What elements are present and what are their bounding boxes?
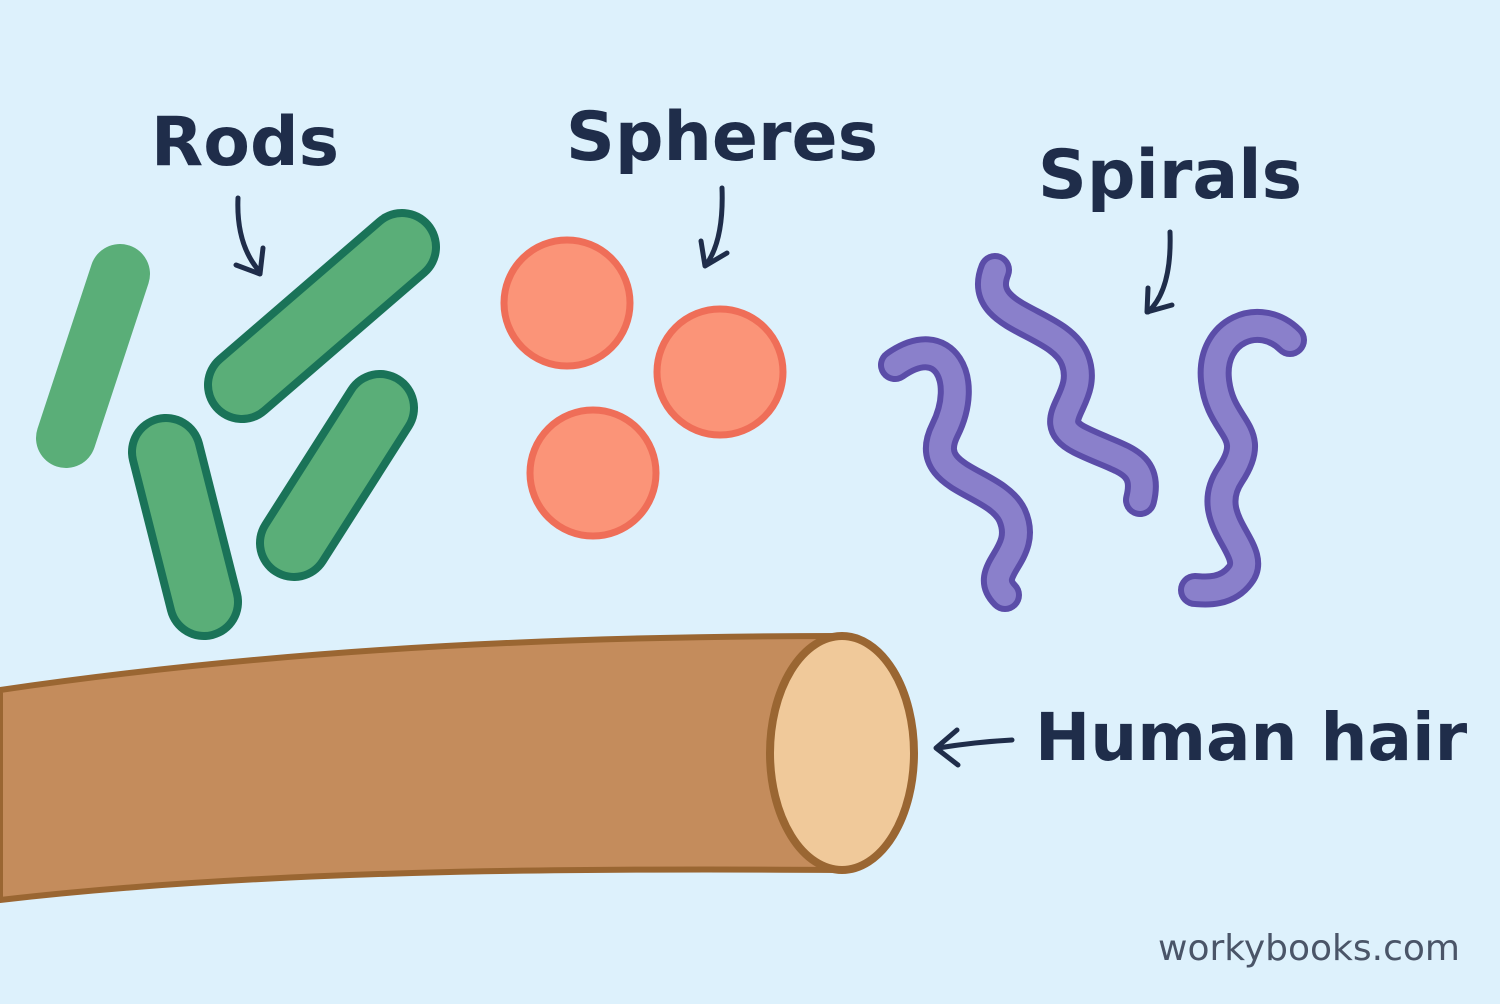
rods-arrow — [235, 195, 263, 275]
spiral-bacterium-fill — [884, 342, 1027, 606]
sphere-bacterium — [500, 236, 634, 370]
spirals-group: Spirals — [878, 136, 1307, 612]
rods-arrowhead — [233, 245, 266, 277]
spheres-group: Spheres — [500, 98, 878, 540]
hair-arrowhead — [933, 727, 961, 768]
human-hair-label: Human hair — [1035, 699, 1468, 776]
rod-bacterium-fill — [264, 378, 410, 573]
spiral-bacterium-fill — [981, 259, 1153, 511]
rods-label: Rods — [151, 103, 339, 182]
rod-bacterium-fill — [136, 422, 234, 632]
spirals-arrow — [1145, 229, 1173, 315]
watermark: workybooks.com — [1158, 928, 1460, 969]
spirals-label: Spirals — [1038, 136, 1302, 215]
hair-strand — [0, 632, 843, 904]
sphere-bacterium — [526, 406, 660, 540]
spheres-label: Spheres — [566, 98, 878, 177]
rods-group: Rods — [36, 103, 440, 640]
rod-bacterium-fill — [36, 244, 150, 468]
rod-bacterium-fill — [212, 217, 432, 415]
spiral-bacterium-fill — [1184, 314, 1301, 602]
hair-arrow — [935, 737, 1015, 751]
spirals-arrowhead — [1144, 285, 1175, 315]
spheres-arrowhead — [698, 238, 730, 269]
spheres-arrow — [703, 185, 725, 268]
hair-cross-section — [766, 632, 918, 874]
sphere-bacterium — [653, 305, 787, 439]
human-hair-group: Human hair — [0, 632, 1468, 904]
